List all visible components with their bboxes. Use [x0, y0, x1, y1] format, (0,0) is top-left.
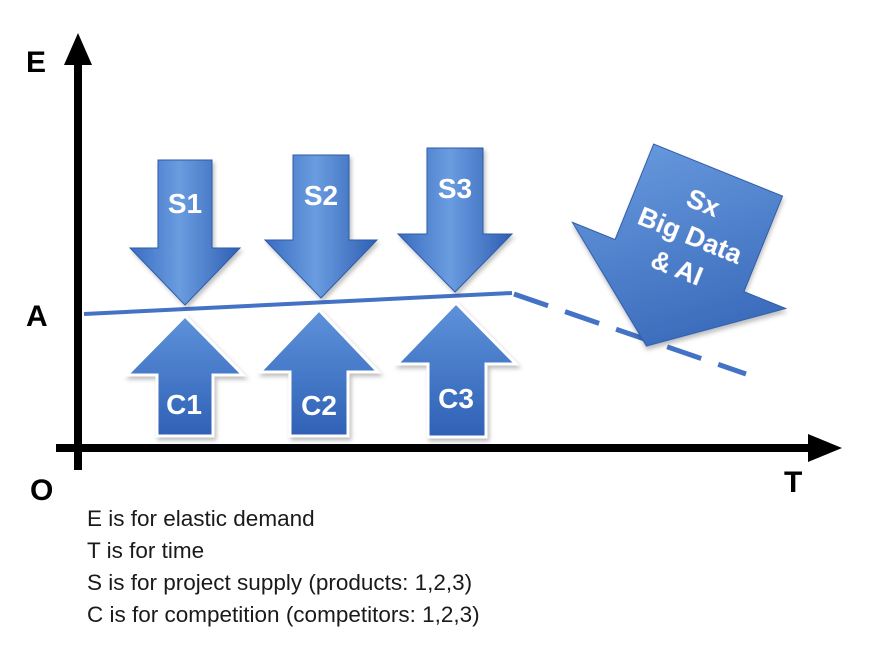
origin-label: O — [30, 474, 53, 507]
axes — [56, 33, 842, 470]
competition-arrow-c1-label: C1 — [166, 389, 202, 420]
supply-arrow-s1-shape — [128, 159, 242, 306]
sx-big-data-ai-arrow: Sx Big Data & AI — [571, 143, 788, 347]
legend-line-t: T is for time — [87, 538, 205, 563]
level-label: A — [26, 300, 48, 333]
demand-line — [83, 291, 747, 377]
supply-arrow-s3-shape — [396, 147, 514, 293]
supply-arrow-s1: S1 — [128, 159, 242, 306]
legend: E is for elastic demand T is for time S … — [87, 503, 787, 631]
supply-arrow-s3: S3 — [396, 147, 514, 293]
y-axis-label: E — [26, 46, 46, 79]
competition-arrow-c1: C1 — [123, 313, 247, 438]
supply-arrow-s3-label: S3 — [438, 173, 472, 204]
competition-arrow-c3-label: C3 — [438, 383, 474, 414]
competition-arrow-c3-shape — [393, 300, 520, 439]
legend-line-c: C is for competition (competitors: 1,2,3… — [87, 602, 480, 627]
demand-line-solid — [83, 291, 513, 316]
competition-arrow-c2: C2 — [256, 307, 382, 438]
competition-arrow-c1-shape — [123, 313, 247, 438]
supply-arrow-s2-shape — [263, 154, 379, 299]
sx-arrow-shape — [571, 143, 788, 347]
demand-line-dashed — [513, 291, 747, 377]
competition-arrow-c2-shape — [256, 307, 382, 438]
competition-arrow-c2-label: C2 — [301, 390, 337, 421]
competition-arrow-c3: C3 — [393, 300, 520, 439]
legend-line-s: S is for project supply (products: 1,2,3… — [87, 570, 473, 595]
supply-arrow-s2: S2 — [263, 154, 379, 299]
supply-arrow-s2-label: S2 — [304, 180, 338, 211]
supply-arrow-s1-label: S1 — [168, 188, 202, 219]
x-axis-arrowhead — [808, 434, 842, 462]
y-axis-arrowhead — [64, 33, 92, 65]
x-axis-label: T — [784, 466, 802, 499]
legend-line-e: E is for elastic demand — [87, 506, 315, 531]
